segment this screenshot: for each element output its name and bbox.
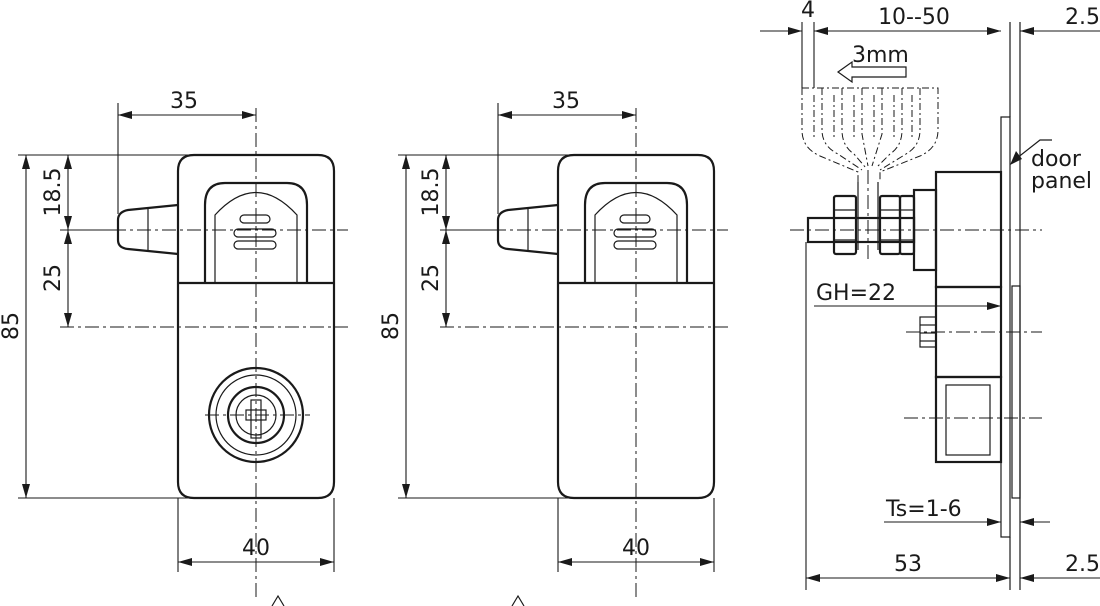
dim-upper-height: 18.5	[419, 168, 444, 217]
dim-middle-height: 25	[419, 264, 444, 292]
dim-right-top: 2.5	[1065, 5, 1100, 30]
dim-top-width: 35	[552, 89, 580, 114]
dim-total-height: 85	[0, 312, 24, 340]
door-label-line2: panel	[1031, 169, 1092, 194]
dim-range: 10--50	[878, 5, 950, 30]
dim-middle-height: 25	[41, 264, 66, 292]
door-label-line1: door	[1031, 147, 1082, 172]
partial-mark	[271, 594, 285, 606]
dim-total-height: 85	[379, 312, 404, 340]
nut	[898, 194, 916, 256]
partial-mark	[511, 594, 525, 606]
dim-upper-height: 18.5	[41, 168, 66, 217]
ts-label: Ts=1-6	[885, 497, 962, 522]
front-view-without-lock	[440, 108, 728, 600]
front-view-with-lock	[60, 108, 348, 600]
adjust-step-label: 3mm	[852, 43, 909, 68]
dim-right-bottom: 2.5	[1065, 552, 1100, 577]
door-panel	[1000, 116, 1011, 538]
dim-offset: 4	[801, 0, 815, 23]
middle-view-dimensions: 35 40 85 18.5 25	[379, 89, 715, 572]
dim-bottom-width: 40	[622, 536, 650, 561]
arrow-left-icon	[836, 60, 907, 84]
dim-bottom-depth: 53	[894, 552, 922, 577]
lock-body	[556, 153, 716, 500]
latch-adjust-positions	[801, 87, 939, 182]
left-view-dimensions: 35 40 85 18.5 25	[0, 89, 335, 572]
dim-bottom-width: 40	[242, 536, 270, 561]
dim-top-width: 35	[170, 89, 198, 114]
side-view-dimensions: 4 10--50 2.5 3mm door panel GH=22 Ts=1-6…	[760, 0, 1100, 590]
nut	[832, 194, 858, 256]
lock-body	[176, 153, 336, 500]
side-view	[790, 22, 1042, 590]
gh-label: GH=22	[816, 281, 896, 306]
housing-lower	[934, 375, 1003, 464]
nut	[878, 194, 902, 256]
